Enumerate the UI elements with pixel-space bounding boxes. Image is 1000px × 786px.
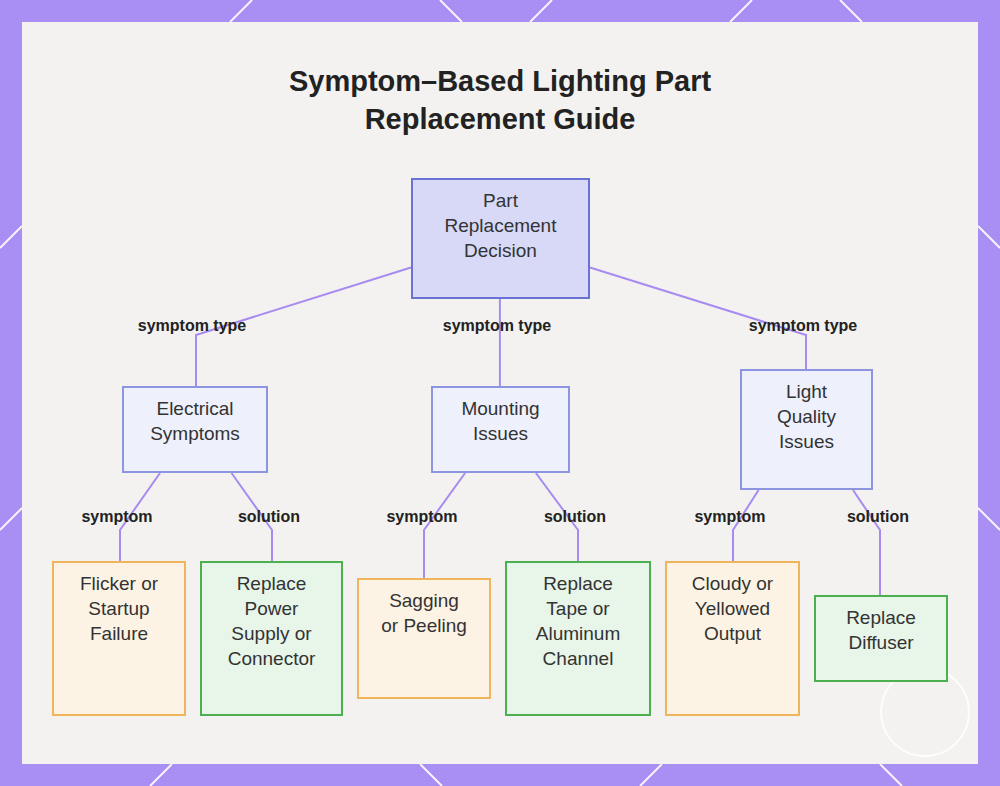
node-text: Replace Diffuser <box>836 605 926 655</box>
category-box: Mounting Issues <box>431 386 570 473</box>
edge-label: symptom type <box>443 316 551 336</box>
node-text: Replace Tape or Aluminum Channel <box>527 571 629 671</box>
node-text: Electrical Symptoms <box>144 396 246 446</box>
node-text: Replace Power Supply or Connector <box>222 571 321 671</box>
edge-label: symptom <box>386 507 457 527</box>
node-text: Flicker or Startup Failure <box>74 571 164 646</box>
solution-box: Replace Power Supply or Connector <box>200 561 343 716</box>
category-box: Light Quality Issues <box>740 369 873 490</box>
connector-line <box>733 490 759 561</box>
node-text: Part Replacement Decision <box>433 188 568 263</box>
diagram-title: Symptom–Based Lighting Part Replacement … <box>200 62 800 138</box>
symptom-box: Flicker or Startup Failure <box>52 561 186 716</box>
symptom-box: Cloudy or Yellowed Output <box>665 561 800 716</box>
node-text: Cloudy or Yellowed Output <box>687 571 778 646</box>
edge-label: symptom <box>694 507 765 527</box>
node-text: Light Quality Issues <box>762 379 851 454</box>
connector-line <box>853 490 880 595</box>
edge-label: symptom <box>81 507 152 527</box>
edge-label: solution <box>847 507 909 527</box>
root-box: Part Replacement Decision <box>411 178 590 299</box>
connector-line <box>424 473 465 578</box>
node-text: Sagging or Peeling <box>379 588 469 638</box>
node-text: Mounting Issues <box>453 396 548 446</box>
edge-label: solution <box>544 507 606 527</box>
edge-label: symptom type <box>138 316 246 336</box>
solution-box: Replace Diffuser <box>814 595 948 682</box>
symptom-box: Sagging or Peeling <box>357 578 491 699</box>
solution-box: Replace Tape or Aluminum Channel <box>505 561 651 716</box>
edge-label: symptom type <box>749 316 857 336</box>
edge-label: solution <box>238 507 300 527</box>
category-box: Electrical Symptoms <box>122 386 268 473</box>
connector-line <box>499 299 501 386</box>
